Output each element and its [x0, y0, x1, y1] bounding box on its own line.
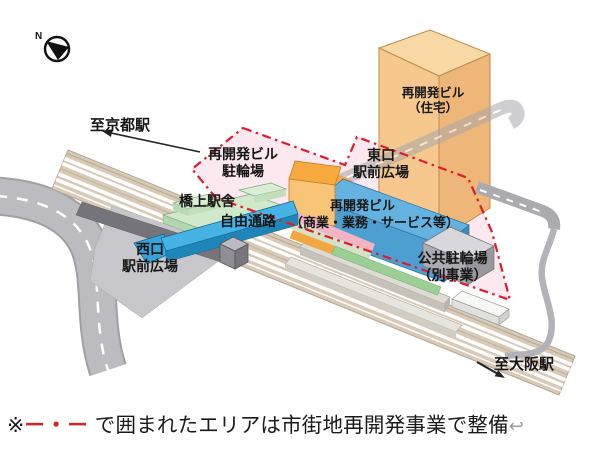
west-road [0, 176, 127, 377]
free-passage-label: 自由通路 [220, 213, 276, 229]
kyoto-arrow-icon [102, 129, 201, 153]
south-connector-road [504, 228, 558, 360]
caption-dash-symbol: ー・ー [24, 414, 89, 437]
west-road-centerline [0, 195, 110, 371]
west-road-surface [0, 178, 125, 376]
east-road [474, 181, 561, 360]
pale-green-strip [276, 214, 372, 261]
compass-north-label: N [35, 31, 43, 42]
public-bicycle-parking-label: 公共駐輪場 （別事業） [417, 250, 488, 283]
redev-bicycle-parking-label: 再開発ビル 駐輪場 [208, 146, 278, 179]
to-kyoto-label: 至京都駅 [90, 117, 151, 134]
caption-prefix: ※ [7, 414, 25, 437]
to-osaka-label: 至大阪駅 [494, 356, 555, 373]
residential-tower-label: 再開発ビル （住宅） [401, 86, 465, 115]
orange-strip [289, 230, 335, 255]
tower-right-face [438, 53, 491, 241]
osaka-arrow-icon [476, 361, 505, 378]
station-house-label: 橋上駅舎 [179, 193, 235, 209]
caption-text: で囲まれたエリアは市街地再開発事業で整備 [94, 414, 509, 437]
green-strip [331, 245, 442, 296]
west-plaza-label: 西口 駅前広場 [122, 241, 178, 274]
diagram-canvas [0, 29, 576, 396]
compass-icon [43, 35, 71, 63]
east-plaza-label: 東口 駅前広場 [353, 147, 409, 180]
redevelopment-boundary-line [190, 126, 512, 302]
building-base-strips [276, 206, 442, 296]
pink-strip [279, 206, 375, 253]
commercial-building-label-line2: （商業・業務・サービス等） [290, 215, 460, 230]
upper-road [325, 99, 525, 192]
white-shed [451, 290, 510, 326]
caption: ※ー・ー で囲まれたエリアは市街地再開発事業で整備↩ [7, 408, 597, 438]
commercial-building-label-line1: 再開発ビル [330, 198, 396, 213]
elevator-box [219, 236, 249, 270]
public-bicycle-parking-box [422, 226, 495, 286]
caption-return-mark: ↩ [508, 416, 525, 436]
